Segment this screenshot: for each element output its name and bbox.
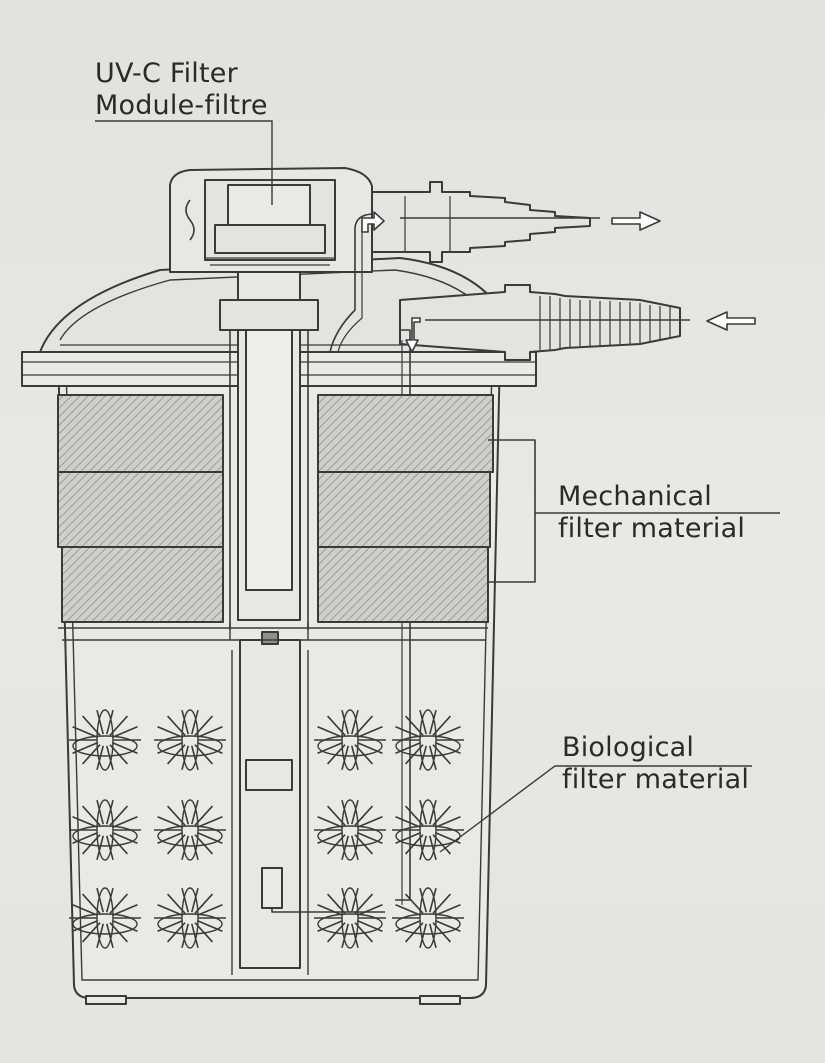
bio-ball-icon	[154, 799, 226, 861]
bio-ball-icon	[154, 887, 226, 949]
uvc-label-line2: Module-filtre	[95, 90, 268, 121]
mechanical-label-line1: Mechanical	[558, 481, 712, 512]
uvc-filter-label: UV-C Filter Module-filtre	[95, 58, 268, 122]
mechanical-media-right-3	[317, 546, 489, 623]
biological-label-line1: Biological	[562, 732, 695, 763]
bio-ball-icon	[392, 709, 464, 771]
bio-ball-icon	[154, 709, 226, 771]
bio-ball-icon	[314, 887, 386, 949]
mechanical-media-right-2	[317, 471, 491, 548]
flow-arrow-icon	[405, 317, 421, 353]
biological-leader-line	[439, 765, 752, 853]
mechanical-label-line2: filter material	[558, 513, 746, 544]
mechanical-media-right-1	[317, 394, 494, 473]
bio-ball-icon	[69, 887, 141, 949]
bio-ball-icon	[69, 799, 141, 861]
uvc-leader-line	[95, 120, 273, 205]
bio-ball-icon	[392, 799, 464, 861]
bio-ball-icon	[69, 709, 141, 771]
bio-ball-icon	[392, 887, 464, 949]
flow-arrow-icon	[361, 211, 385, 233]
mechanical-media-left-3	[61, 546, 224, 623]
bio-ball-icon	[314, 709, 386, 771]
uvc-label-line1: UV-C Filter	[95, 58, 238, 89]
mechanical-media-left-2	[57, 471, 224, 548]
mechanical-media-left-1	[57, 394, 224, 473]
inlet-arrow-icon	[706, 311, 756, 331]
biological-media-group	[69, 709, 464, 949]
biological-label-line2: filter material	[562, 764, 750, 795]
outlet-pipe	[371, 181, 591, 263]
biological-filter-label: Biological filter material	[562, 732, 749, 796]
outlet-arrow-icon	[611, 211, 661, 231]
mechanical-filter-label: Mechanical filter material	[558, 481, 745, 545]
bio-ball-icon	[314, 799, 386, 861]
